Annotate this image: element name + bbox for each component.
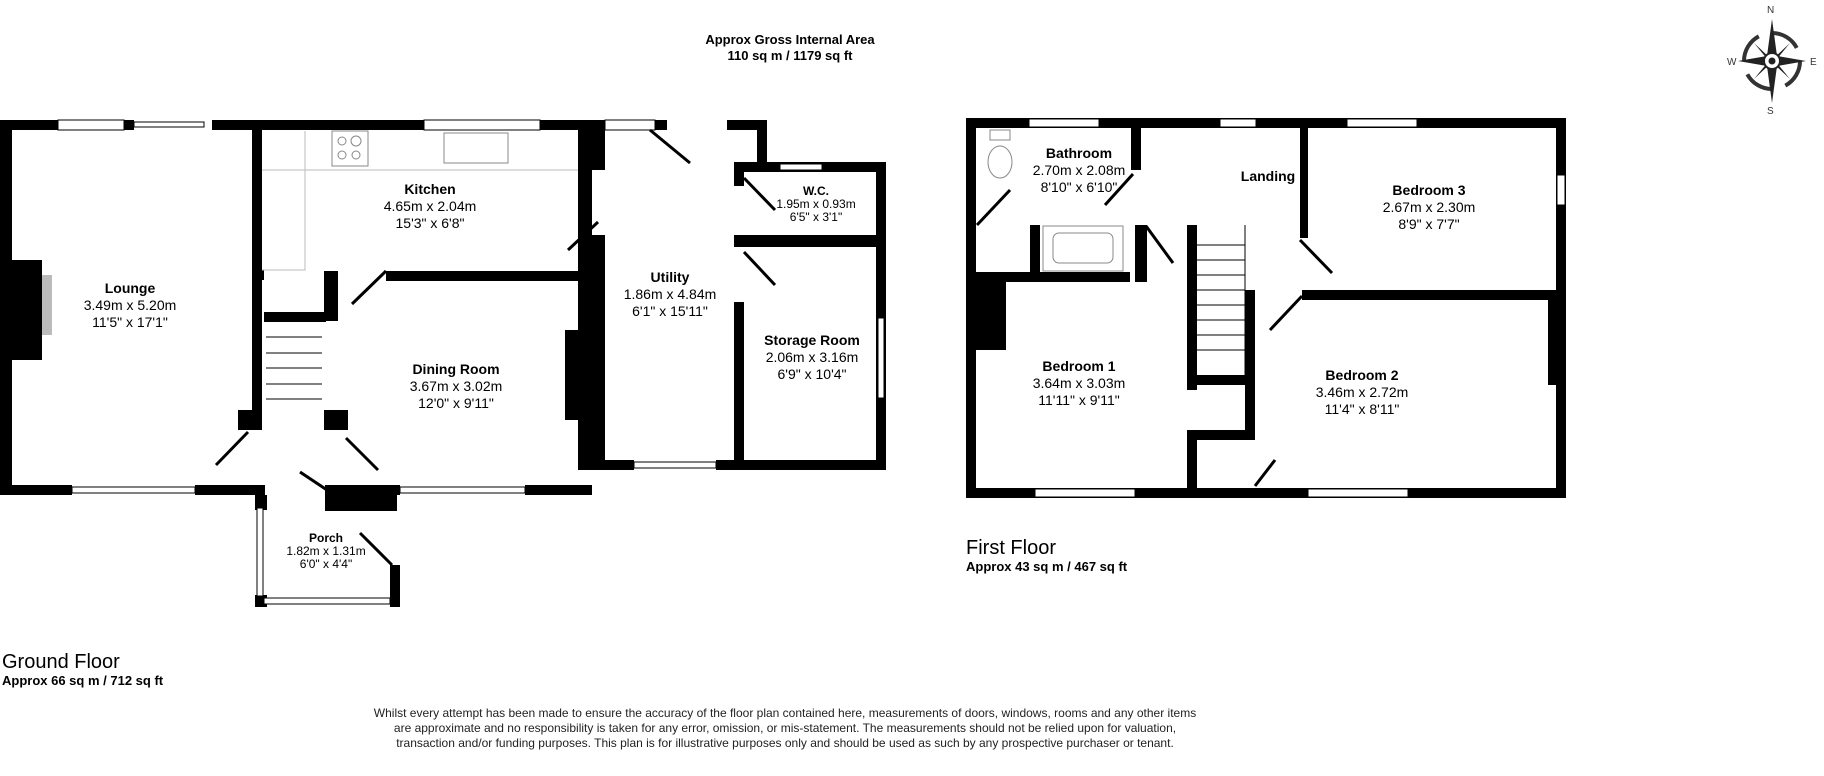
room-name: Lounge bbox=[104, 280, 156, 296]
room-name: Bathroom bbox=[1045, 145, 1113, 161]
room-storage-room: Storage Room 2.06m x 3.16m 6'9" x 10'4" bbox=[764, 332, 860, 383]
room-metric: 1.86m x 4.84m bbox=[623, 286, 717, 302]
room-metric: 4.65m x 2.04m bbox=[383, 198, 477, 214]
room-imperial: 12'0" x 9'11" bbox=[418, 395, 494, 411]
floor-name: Ground Floor bbox=[2, 651, 120, 673]
ground-floor-doors bbox=[214, 128, 777, 567]
room-imperial: 6'5" x 3'1" bbox=[789, 210, 843, 224]
ground-floor-walls bbox=[0, 119, 886, 607]
room-metric: 2.70m x 2.08m bbox=[1032, 162, 1126, 178]
room-name: Bedroom 1 bbox=[1042, 358, 1116, 374]
room-name: Utility bbox=[650, 269, 690, 285]
first-floor-caption: First Floor Approx 43 sq m / 467 sq ft bbox=[966, 537, 1127, 575]
room-lounge: Lounge 3.49m x 5.20m 11'5" x 17'1" bbox=[84, 280, 177, 331]
room-imperial: 6'0" x 4'4" bbox=[299, 557, 353, 571]
room-imperial: 11'4" x 8'11" bbox=[1324, 401, 1400, 417]
room-metric: 3.49m x 5.20m bbox=[83, 297, 177, 313]
first-floor-doors bbox=[975, 172, 1334, 487]
room-name: Storage Room bbox=[764, 332, 860, 348]
room-name: Landing bbox=[1240, 168, 1296, 184]
room-bedroom-2: Bedroom 2 3.46m x 2.72m 11'4" x 8'11" bbox=[1316, 367, 1409, 418]
room-metric: 3.64m x 3.03m bbox=[1032, 375, 1126, 391]
room-dining-room: Dining Room 3.67m x 3.02m 12'0" x 9'11" bbox=[410, 361, 503, 412]
room-name: Kitchen bbox=[404, 181, 456, 197]
ground-floor-caption: Ground Floor Approx 66 sq m / 712 sq ft bbox=[2, 651, 163, 689]
room-utility: Utility 1.86m x 4.84m 6'1" x 15'11" bbox=[624, 269, 717, 320]
room-porch: Porch 1.82m x 1.31m 6'0" x 4'4" bbox=[286, 532, 365, 571]
room-imperial: 15'3" x 6'8" bbox=[395, 215, 465, 231]
room-name: Dining Room bbox=[412, 361, 500, 377]
room-bedroom-3: Bedroom 3 2.67m x 2.30m 8'9" x 7'7" bbox=[1383, 182, 1476, 233]
first-floor-walls bbox=[966, 118, 1566, 498]
room-metric: 2.06m x 3.16m bbox=[765, 349, 859, 365]
room-wc: W.C. 1.95m x 0.93m 6'5" x 3'1" bbox=[776, 185, 855, 224]
room-metric: 3.46m x 2.72m bbox=[1315, 384, 1409, 400]
gross-area-title: Approx Gross Internal Area bbox=[705, 32, 875, 47]
room-kitchen: Kitchen 4.65m x 2.04m 15'3" x 6'8" bbox=[384, 181, 477, 232]
compass-s: S bbox=[1767, 106, 1774, 115]
compass-n: N bbox=[1767, 5, 1774, 16]
room-metric: 3.67m x 3.02m bbox=[409, 378, 503, 394]
room-landing: Landing bbox=[1241, 168, 1295, 185]
room-name: Porch bbox=[308, 531, 343, 545]
compass-w: W bbox=[1727, 57, 1737, 68]
room-bathroom: Bathroom 2.70m x 2.08m 8'10" x 6'10" bbox=[1033, 145, 1126, 196]
room-imperial: 8'10" x 6'10" bbox=[1040, 179, 1118, 195]
room-imperial: 11'11" x 9'11" bbox=[1038, 392, 1120, 408]
floor-area: Approx 43 sq m / 467 sq ft bbox=[966, 559, 1128, 574]
room-bedroom-1: Bedroom 1 3.64m x 3.03m 11'11" x 9'11" bbox=[1033, 358, 1126, 409]
floor-name: First Floor bbox=[966, 537, 1056, 559]
room-metric: 1.95m x 0.93m bbox=[776, 197, 856, 211]
room-metric: 1.82m x 1.31m bbox=[286, 544, 366, 558]
room-metric: 2.67m x 2.30m bbox=[1382, 199, 1476, 215]
gross-area-value: 110 sq m / 1179 sq ft bbox=[727, 48, 853, 63]
disclaimer-text: Whilst every attempt has been made to en… bbox=[373, 706, 1197, 750]
floor-area: Approx 66 sq m / 712 sq ft bbox=[2, 673, 164, 688]
room-name: Bedroom 2 bbox=[1325, 367, 1399, 383]
room-imperial: 6'9" x 10'4" bbox=[777, 366, 847, 382]
compass-e: E bbox=[1810, 57, 1817, 68]
room-imperial: 8'9" x 7'7" bbox=[1398, 216, 1460, 232]
room-imperial: 6'1" x 15'11" bbox=[632, 303, 708, 319]
room-name: Bedroom 3 bbox=[1392, 182, 1466, 198]
room-imperial: 11'5" x 17'1" bbox=[92, 314, 168, 330]
room-name: W.C. bbox=[803, 184, 829, 198]
gross-area-heading: Approx Gross Internal Area 110 sq m / 11… bbox=[600, 32, 980, 64]
compass-rose-icon: N S W E bbox=[1720, 0, 1820, 117]
